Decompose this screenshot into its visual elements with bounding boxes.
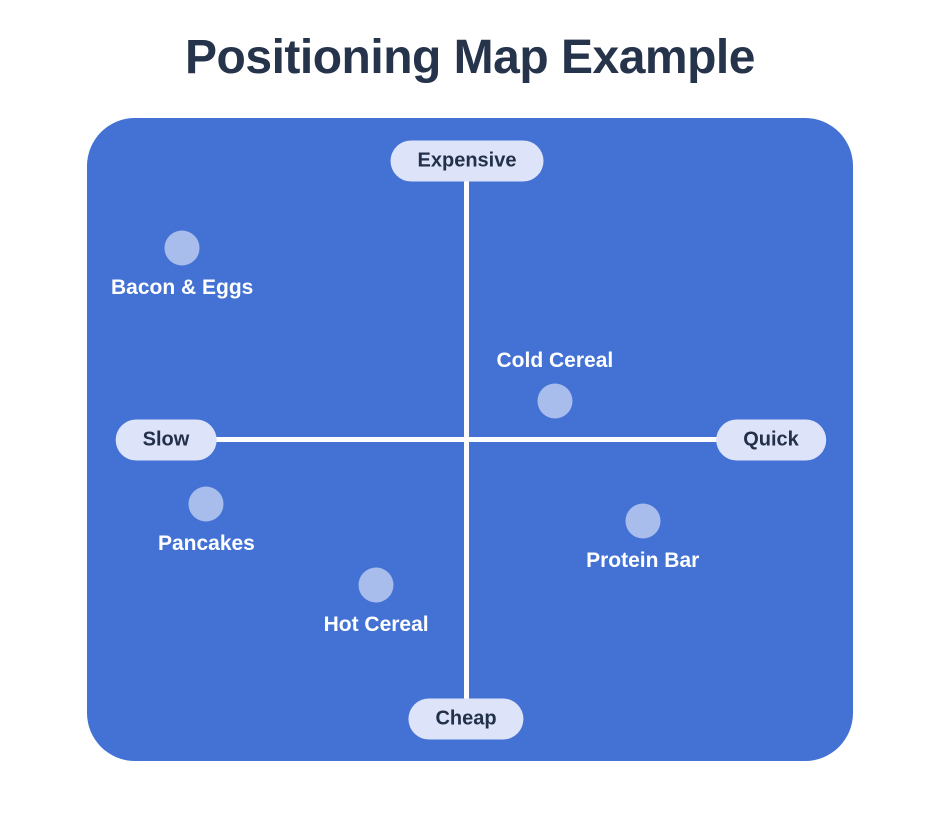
page-title: Positioning Map Example [185,31,755,84]
axis-label-cheap: Cheap [408,698,524,740]
axis-label-quick: Quick [716,419,826,461]
horizontal-axis-line [166,437,771,442]
data-point-label: Protein Bar [586,548,700,572]
axis-label-slow: Slow [115,419,217,461]
data-point-dot [164,230,200,266]
data-point-dot [537,383,573,419]
data-point-dot [358,567,394,603]
data-point-label: Bacon & Eggs [110,275,254,299]
data-point-label: Pancakes [157,532,255,556]
data-point-label: Hot Cereal [323,612,429,636]
data-point-label: Cold Cereal [496,349,614,372]
axis-label-expensive: Expensive [390,140,544,182]
data-point-dot [188,486,224,522]
data-point-dot [625,503,661,539]
